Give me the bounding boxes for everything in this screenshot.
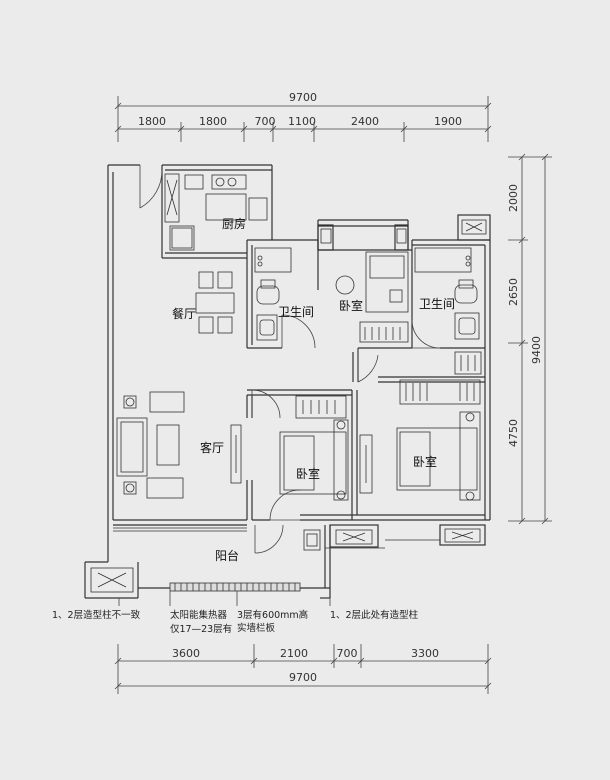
room-label-dining: 餐厅 xyxy=(172,306,196,321)
right-dimension-chain xyxy=(508,153,552,525)
top-dimension-3: 700 xyxy=(255,115,276,128)
bottom-dimension-2: 2100 xyxy=(280,647,308,660)
top-dimension-6: 1900 xyxy=(434,115,462,128)
balcony-window xyxy=(113,527,440,549)
bottom-dimension-chain xyxy=(114,644,492,694)
bottom-total-dimension: 9700 xyxy=(289,671,317,684)
bottom-dimension-1: 3600 xyxy=(172,647,200,660)
room-label-bedroom-top: 卧室 xyxy=(339,298,363,313)
bathroom-left-fixtures xyxy=(254,247,292,341)
top-dimension-1: 1800 xyxy=(138,115,166,128)
walls xyxy=(84,164,491,599)
note-column-2: 1、2层此处有造型柱 xyxy=(330,609,419,621)
dining-table xyxy=(195,271,235,334)
bottom-dimension-3: 700 xyxy=(337,647,358,660)
bathroom-right-fixtures xyxy=(414,247,480,340)
top-total-dimension: 9700 xyxy=(289,91,317,104)
top-dimension-2: 1800 xyxy=(199,115,227,128)
doors xyxy=(139,165,441,554)
note-leaders xyxy=(118,591,331,606)
note-solar-line2: 仅17—23层有 xyxy=(170,623,232,635)
room-label-bedroom-middle: 卧室 xyxy=(296,466,320,481)
solar-collector xyxy=(169,582,301,592)
top-dimension-chain xyxy=(114,96,492,142)
room-label-bathroom-left: 卫生间 xyxy=(278,305,314,319)
bedroom-right-furniture xyxy=(359,411,481,501)
right-dimension-1: 2000 xyxy=(507,184,520,212)
columns xyxy=(90,219,487,593)
balcony-fixtures xyxy=(303,529,321,551)
right-dimension-2: 2650 xyxy=(507,278,520,306)
note-railing-line2: 实墙栏板 xyxy=(237,622,276,634)
room-label-bathroom-right: 卫生间 xyxy=(419,297,455,311)
room-label-balcony: 阳台 xyxy=(215,548,239,563)
top-dimension-4: 1100 xyxy=(288,115,316,128)
note-railing-line1: 3层有600mm高 xyxy=(237,609,308,621)
note-solar-line1: 太阳能集热器 xyxy=(170,609,228,621)
wardrobes xyxy=(399,351,482,405)
top-dimension-5: 2400 xyxy=(351,115,379,128)
right-dimension-3: 4750 xyxy=(507,419,520,447)
room-label-bedroom-right: 卧室 xyxy=(413,454,437,469)
right-total-dimension: 9400 xyxy=(530,336,543,364)
living-room-furniture xyxy=(116,391,242,499)
note-column-1: 1、2层造型柱不一致 xyxy=(52,609,141,621)
kitchen-fixtures xyxy=(164,173,268,251)
room-label-kitchen: 厨房 xyxy=(222,216,246,231)
bedroom-middle-furniture xyxy=(279,395,349,501)
bedroom-top-furniture xyxy=(335,251,409,343)
room-label-living: 客厅 xyxy=(200,440,224,455)
bottom-dimension-4: 3300 xyxy=(411,647,439,660)
